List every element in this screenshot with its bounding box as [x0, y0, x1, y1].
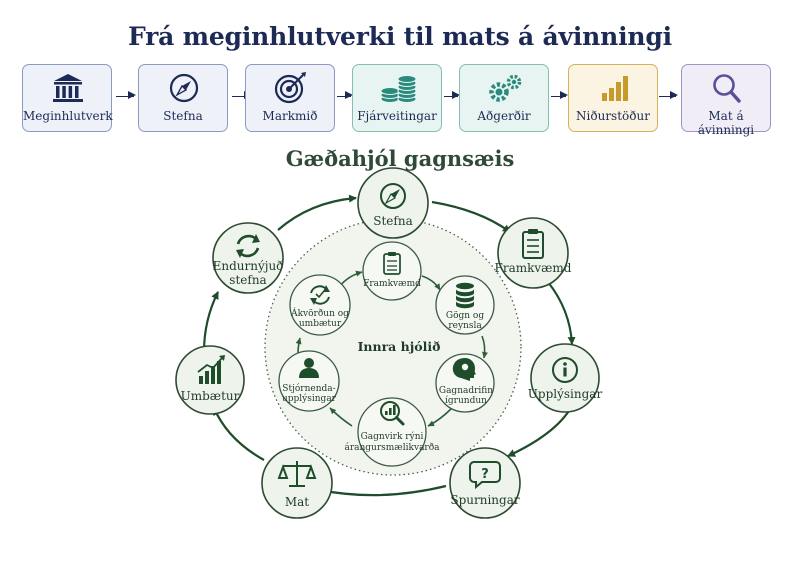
scales-icon: [277, 461, 317, 487]
inner-node-stjornendaupplysingar: Stjórnenda- upplýsingar: [278, 350, 340, 412]
inner-node-akvordun-og-umbaetur: Ákvörðun og umbætur: [289, 274, 351, 336]
outer-node-framkvaemd: Framkvæmd: [495, 217, 572, 289]
compass-icon: [380, 183, 406, 209]
inner-node-label: Gagnvirk rýni: [361, 431, 424, 442]
inner-node-label: upplýsingar: [282, 393, 337, 404]
inner-node-gogn-og-reynsla: Gögn og reynsla: [435, 275, 495, 335]
wheel-title: Gæðahjól gagnsæis: [285, 146, 515, 171]
trend-chart-icon: [197, 355, 225, 384]
compass-icon: [169, 73, 199, 103]
flow-step-markmid: Markmið: [245, 64, 335, 132]
process-flow: Meginhlutverk Stefna Markmið Fjárveiting: [0, 0, 800, 140]
bar-chart-icon: [602, 76, 628, 101]
inner-node-label: Ákvörðun og: [290, 307, 349, 319]
flow-step-label: Mat á ávinningi: [697, 109, 755, 137]
inner-node-label: Gagnadrifin: [439, 386, 493, 396]
flow-step-label: Niðurstöður: [576, 109, 650, 123]
outer-node-label: Framkvæmd: [495, 261, 572, 275]
inner-node-gagnvirk-ryni: Gagnvirk rýni árangursmælikvarða: [344, 397, 440, 467]
inner-node-framkvaemd: Framkvæmd: [362, 241, 422, 301]
flow-step-fjarveitingar: Fjárveitingar: [352, 64, 442, 132]
outer-node-stefna: Stefna: [357, 167, 429, 239]
outer-node-label: Spurningar: [450, 493, 519, 507]
inner-node-label: Gögn og: [446, 311, 484, 321]
inner-node-label: Framkvæmd: [363, 279, 421, 289]
refresh-check-icon: [310, 285, 330, 305]
outer-node-label: Stefna: [373, 214, 412, 228]
gears-icon: [489, 74, 522, 102]
flow-step-stefna: Stefna: [138, 64, 228, 132]
flow-arrow: [551, 91, 568, 100]
flow-step-label: Fjárveitingar: [357, 109, 437, 123]
flow-step-adgerdir: Aðgerðir: [459, 64, 549, 132]
flow-arrow: [444, 91, 460, 100]
flow-step-mat-a-avinningi: Mat á ávinningi: [681, 64, 771, 137]
target-icon: [274, 72, 306, 104]
inner-node-label: umbætur: [299, 319, 342, 329]
outer-node-label: stefna: [229, 273, 266, 287]
flow-step-nidurstodur: Niðurstöður: [568, 64, 658, 132]
flow-step-meginhlutverk: Meginhlutverk: [22, 64, 113, 132]
inner-wheel-title: Innra hjólið: [358, 339, 441, 354]
outer-node-umbaetur: Umbætur: [175, 345, 245, 415]
question-bubble-icon: ?: [469, 461, 501, 490]
magnifier-icon: [713, 74, 741, 103]
inner-node-label: reynsla: [448, 321, 482, 331]
page-title: Frá meginhlutverki til mats á ávinningi: [128, 22, 672, 51]
outer-node-upplysingar: Upplýsingar: [528, 343, 603, 413]
inner-node-label: ígrundun: [445, 395, 487, 406]
database-icon: [456, 282, 474, 309]
inner-node-label: Stjórnenda-: [282, 383, 335, 394]
coins-icon: [380, 75, 417, 103]
outer-node-label: Upplýsingar: [528, 387, 603, 401]
building-icon: [53, 74, 83, 102]
flow-step-label: Markmið: [262, 109, 318, 123]
flow-step-label: Aðgerðir: [477, 109, 531, 123]
head-bulb-icon: [452, 358, 476, 381]
outer-node-label: Mat: [285, 495, 309, 509]
clipboard-icon: [522, 229, 544, 259]
flow-arrow: [659, 91, 678, 100]
person-icon: [299, 358, 319, 378]
flow-arrow: [116, 91, 136, 100]
flow-step-label: Meginhlutverk: [23, 109, 113, 123]
outer-node-endurnyjud-stefna: Endurnýjuð stefna: [212, 222, 284, 294]
clipboard-icon: [383, 252, 401, 275]
info-icon: [552, 357, 578, 383]
flow-arrow: [337, 91, 353, 100]
outer-node-label: Endurnýjuð: [213, 259, 284, 273]
outer-node-label: Umbætur: [181, 389, 240, 403]
inner-node-label: árangursmælikvarða: [344, 442, 440, 453]
magnifier-chart-icon: [380, 401, 405, 426]
outer-node-mat: Mat: [261, 447, 333, 519]
refresh-icon: [236, 234, 260, 258]
outer-node-spurningar: ? Spurningar: [449, 447, 521, 519]
svg-text:?: ?: [481, 467, 489, 482]
flow-step-label: Stefna: [163, 109, 203, 123]
inner-node-gagnadrifin-igrundun: Gagnadrifin ígrundun: [435, 353, 495, 413]
